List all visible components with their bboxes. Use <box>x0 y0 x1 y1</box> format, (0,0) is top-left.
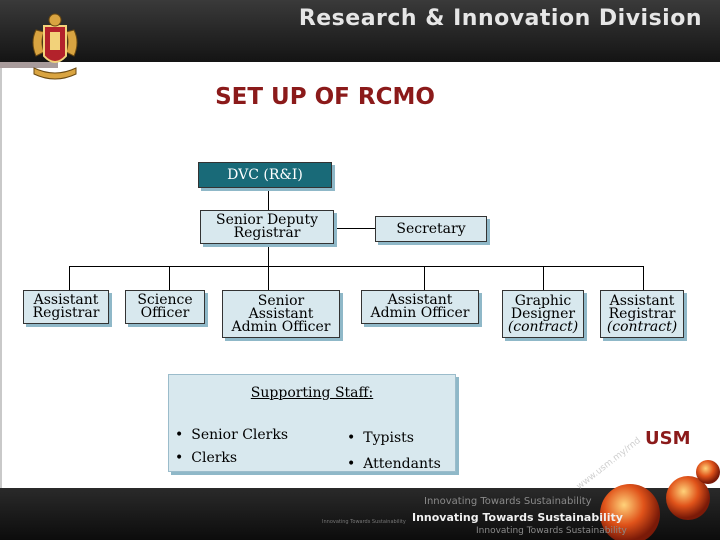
list-item: Clerks <box>175 450 288 466</box>
connector-drop-5 <box>543 266 544 290</box>
position-label: Senior Assistant Admin Officer <box>231 292 331 335</box>
header-bar <box>0 0 720 62</box>
supporting-staff-title: Supporting Staff: <box>250 385 374 401</box>
usm-logo: USM <box>645 428 691 449</box>
box-secretary-label: Secretary <box>396 220 466 237</box>
box-dvc: DVC (R&I) <box>198 162 332 188</box>
connector-drop-6 <box>643 266 644 290</box>
position-note: (contract) <box>606 318 678 335</box>
box-science-officer: Science Officer <box>125 290 205 324</box>
position-label: Science Officer <box>137 292 193 321</box>
box-graphic-designer: Graphic Designer (contract) <box>502 290 584 338</box>
list-item: Attendants <box>347 456 441 472</box>
box-dvc-label: DVC (R&I) <box>227 166 303 183</box>
division-title: Research & Innovation Division <box>298 6 702 31</box>
box-assistant-admin-officer: Assistant Admin Officer <box>361 290 479 324</box>
supporting-staff-list-right: Typists Attendants <box>347 430 441 479</box>
slide-frame-left <box>0 68 2 488</box>
box-senior-assistant-admin-officer: Senior Assistant Admin Officer <box>222 290 340 338</box>
supporting-staff-box: Supporting Staff: Senior Clerks Clerks T… <box>168 374 456 472</box>
connector-drop-4 <box>424 266 425 290</box>
box-senior-deputy-registrar: Senior Deputy Registrar <box>200 210 334 244</box>
position-label: Assistant Admin Officer <box>370 292 470 321</box>
slide-title: SET UP OF RCMO <box>215 84 435 110</box>
header-white-panel <box>58 62 720 102</box>
connector-deputy-down <box>268 244 269 266</box>
supporting-staff-list-left: Senior Clerks Clerks <box>175 427 288 473</box>
position-label: Assistant Registrar <box>608 292 676 322</box>
university-crest-icon <box>32 13 78 80</box>
position-note: (contract) <box>507 318 579 335</box>
box-senior-deputy-label: Senior Deputy Registrar <box>216 212 318 241</box>
connector-dvc-down <box>268 188 269 210</box>
position-label: Graphic Designer <box>510 292 576 322</box>
box-secretary: Secretary <box>375 216 487 242</box>
box-assistant-registrar-contract: Assistant Registrar (contract) <box>600 290 684 338</box>
connector-horizontal-bus <box>69 266 643 267</box>
connector-drop-3 <box>268 266 269 290</box>
footer-tagline-top: Innovating Towards Sustainability <box>424 496 592 507</box>
list-item: Typists <box>347 430 441 446</box>
list-item: Senior Clerks <box>175 427 288 443</box>
footer-tagline-main: Innovating Towards Sustainability <box>412 511 623 524</box>
box-assistant-registrar: Assistant Registrar <box>23 290 109 324</box>
connector-deputy-secretary <box>335 228 375 229</box>
globe-icon <box>600 460 720 540</box>
connector-drop-2 <box>169 266 170 290</box>
footer-tagline-bottom: Innovating Towards Sustainability <box>476 526 627 536</box>
footer-tagline-tiny: Innovating Towards Sustainability <box>322 519 406 525</box>
connector-drop-1 <box>69 266 70 290</box>
position-label: Assistant Registrar <box>32 292 100 321</box>
